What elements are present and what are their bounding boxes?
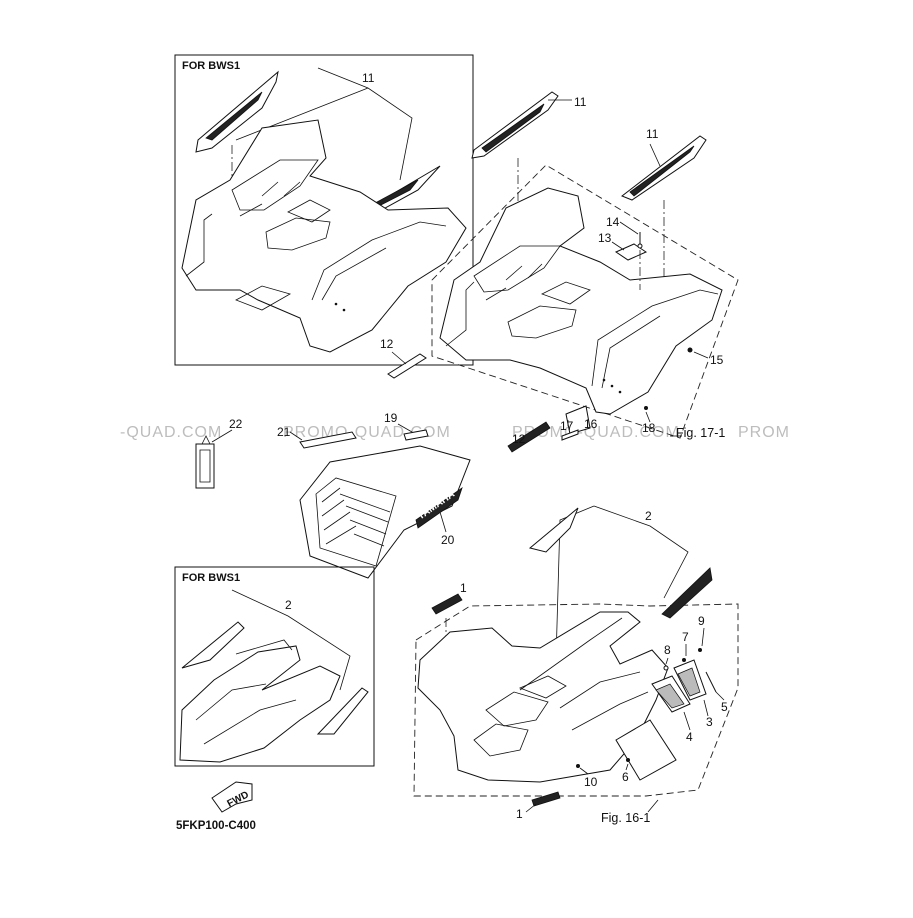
callout-15: 15	[710, 353, 724, 367]
part-22-tag	[195, 443, 215, 489]
callout-11-right: 11	[646, 127, 659, 141]
bws1-rear-box-label: FOR BWS1	[182, 60, 240, 72]
callout-1-top: 1	[460, 581, 467, 595]
diagram-code: 5FKP100-C400	[176, 820, 256, 832]
part-6-bolt	[626, 758, 630, 762]
front-fender-enclosure	[413, 603, 739, 797]
bws1-front-box-frame	[174, 566, 375, 767]
callout-2-main: 2	[645, 509, 652, 523]
part-12-upper	[387, 353, 427, 379]
callout-21: 21	[277, 425, 291, 439]
callout-7: 7	[682, 630, 689, 644]
part-19-label	[403, 429, 429, 441]
fig-17-1-label: Fig. 17-1	[676, 426, 725, 440]
front-mudflap	[615, 719, 677, 781]
front-fender-bws1	[179, 645, 341, 763]
fwd-arrow: FWD	[211, 781, 253, 813]
bws1-rear-box-frame	[174, 54, 474, 366]
rear-fender-assembly: 11 11 13 14 15 12	[380, 91, 739, 453]
callout-4: 4	[686, 730, 693, 744]
rear-fender	[439, 187, 723, 415]
part-9-screw	[698, 648, 702, 652]
callout-3: 3	[706, 715, 713, 729]
front-decal-right-box	[316, 687, 369, 735]
part-17-clip	[561, 429, 579, 441]
bws1-rear-box: FOR BWS1 11	[174, 54, 474, 366]
rear-decal-left-text	[205, 91, 263, 141]
part-5-bolt	[705, 671, 717, 693]
callout-13: 13	[598, 231, 612, 245]
part-15-grommet	[687, 347, 693, 353]
callout-9: 9	[698, 614, 705, 628]
bws1-front-box: FOR BWS1 2	[174, 566, 375, 767]
part-21-strip	[299, 431, 357, 449]
callout-20: 20	[441, 533, 455, 547]
part-18-bolt	[644, 406, 648, 410]
decal-12-lower	[507, 421, 551, 453]
fig-16-1-label: Fig. 16-1	[601, 811, 650, 825]
front-decal-left-box	[181, 621, 245, 669]
part-20-brand-decal	[415, 486, 463, 529]
callout-12-upper: 12	[380, 337, 394, 351]
part-10-clip	[576, 764, 580, 768]
callout-6: 6	[622, 770, 629, 784]
leader-11-box	[317, 67, 413, 181]
fwd-arrow-shape	[211, 781, 253, 813]
callout-14: 14	[606, 215, 620, 229]
bws1-front-box-label: FOR BWS1	[182, 572, 240, 584]
rear-fender-enclosure	[431, 164, 739, 439]
decal-1-top	[431, 593, 463, 615]
part-8-washer	[663, 665, 669, 671]
callout-18: 18	[642, 421, 656, 435]
rear-fender-bws1	[181, 119, 467, 353]
watermark-right: PROMO-QUAD.COM	[512, 424, 680, 441]
front-fender-assembly: 2 1 1 3 4 5 6 7 8 9	[413, 505, 739, 825]
callout-17: 17	[560, 419, 574, 433]
part-7-nut	[682, 658, 686, 662]
callout-8: 8	[664, 643, 671, 657]
callout-5: 5	[721, 700, 728, 714]
callout-1-bottom: 1	[516, 807, 523, 821]
callout-12-lower: 12	[512, 432, 526, 446]
front-decal-right	[661, 567, 713, 619]
callout-2-box: 2	[285, 598, 292, 612]
callout-19: 19	[384, 411, 398, 425]
watermark-left: -QUAD.COM	[120, 424, 222, 441]
callout-11-mid: 11	[574, 95, 587, 109]
callout-10: 10	[584, 775, 598, 789]
part-16-plate	[565, 405, 591, 435]
callout-11-box: 11	[362, 71, 375, 85]
decal-1-bottom	[531, 791, 561, 807]
front-decal-left	[528, 507, 579, 553]
callout-16: 16	[584, 417, 598, 431]
part-20-cover	[299, 445, 471, 579]
watermark-edge: PROM	[738, 424, 790, 441]
callout-22: 22	[229, 417, 243, 431]
seat-cover-group: 22 21 19 YAMAHA 20	[195, 411, 471, 579]
